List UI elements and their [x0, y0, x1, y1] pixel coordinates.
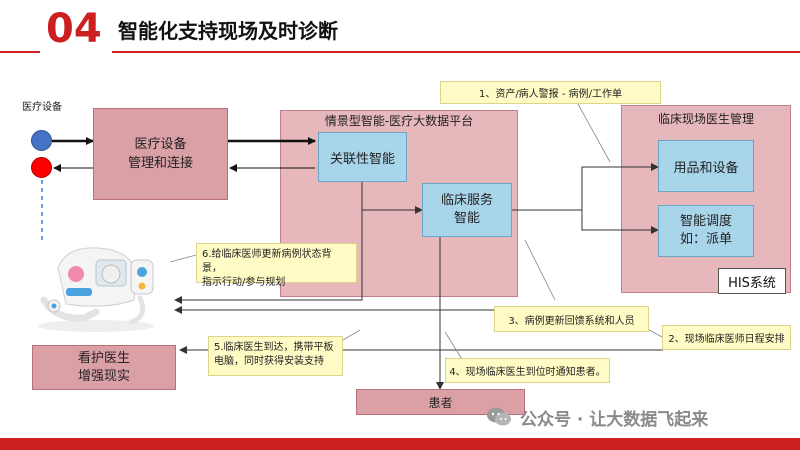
link-correlation-to-device: [174, 182, 363, 304]
clinical-service-line2: 智能: [453, 211, 480, 226]
dispatch-line1: 智能调度: [679, 214, 732, 229]
clinical-service-box[interactable]: 临床服务 智能: [422, 183, 512, 237]
leader-n1: [577, 103, 611, 163]
correlation-box[interactable]: 关联性智能: [318, 132, 407, 182]
dispatch-line2: 如：派单: [679, 232, 732, 247]
device-blue-dot[interactable]: [31, 130, 52, 151]
link-correlation-to-clinical: [361, 182, 423, 214]
device-mgmt-box[interactable]: 医疗设备 管理和连接: [93, 108, 228, 200]
nurse-box[interactable]: 看护医生 增强现实: [32, 345, 176, 390]
note-1: 1、资产/病人警报 - 病例/工作单: [440, 81, 661, 104]
supplies-label: 用品和设备: [673, 160, 739, 176]
platform-title: 情景型智能-医疗大数据平台: [324, 114, 474, 128]
header-rule-gap: [40, 44, 112, 58]
patient-label: 患者: [428, 395, 453, 410]
watermark: 公众号 · 让大数据飞起来: [486, 402, 786, 432]
nurse-line1: 看护医生: [77, 350, 130, 366]
device-red-dot[interactable]: [31, 157, 52, 178]
leader-n6: [169, 254, 197, 263]
dispatch-box[interactable]: 智能调度 如：派单: [658, 205, 754, 257]
his-badge[interactable]: HIS系统: [718, 268, 786, 294]
note-1-text: 1、资产/病人警报 - 病例/工作单: [478, 89, 623, 100]
wechat-icon: [487, 407, 511, 426]
doctor-mgmt-title: 临床现场医生管理: [657, 112, 754, 126]
note-2: 2、现场临床医师日程安排: [662, 325, 791, 350]
device-mgmt-line1: 医疗设备: [134, 137, 187, 152]
header-rule: [0, 51, 800, 53]
note-6-line1: 6.给临床医师更新病例状态背景，: [202, 249, 332, 274]
device-mgmt-line2: 管理和连接: [127, 156, 193, 171]
medical-device-label: 医疗设备: [22, 102, 62, 113]
doctor-mgmt-panel: [621, 105, 791, 293]
page-title: 智能化支持现场及时诊断: [118, 19, 338, 43]
note-4-text: 4、现场临床医生到位时通知患者。: [449, 367, 606, 378]
medical-device-illustration: [38, 247, 154, 332]
note-4: 4、现场临床医生到位时通知患者。: [445, 358, 610, 383]
note-6: 6.给临床医师更新病例状态背景， 指示行动/参与规划: [196, 243, 357, 288]
patient-box[interactable]: 患者: [356, 389, 525, 415]
note-6-line2: 指示行动/参与规划: [202, 277, 286, 288]
section-number: 04: [46, 6, 102, 52]
correlation-label: 关联性智能: [329, 151, 395, 167]
supplies-box[interactable]: 用品和设备: [658, 140, 754, 192]
note-2-text: 2、现场临床医师日程安排: [668, 334, 785, 345]
note-3-text: 3、病例更新回馈系统和人员: [508, 315, 635, 327]
leader-n5: [342, 329, 361, 341]
nurse-line2: 增强现实: [77, 368, 130, 384]
leader-n3: [524, 239, 556, 301]
link-branch-supplies: [581, 163, 659, 210]
his-label: HIS系统: [728, 275, 776, 291]
footer-bar: [0, 438, 800, 450]
note-3: 3、病例更新回馈系统和人员: [494, 306, 649, 332]
clinical-service-line1: 临床服务: [440, 193, 493, 208]
link-branch-dispatch: [581, 210, 659, 234]
note-5: 5.临床医生到达，携带平板 电脑，同时获得安装支持: [208, 336, 343, 376]
note-5-line2: 电脑，同时获得安装支持: [214, 356, 324, 367]
watermark-text: 公众号 · 让大数据飞起来: [520, 409, 709, 430]
note-5-line1: 5.临床医生到达，携带平板: [214, 342, 334, 353]
